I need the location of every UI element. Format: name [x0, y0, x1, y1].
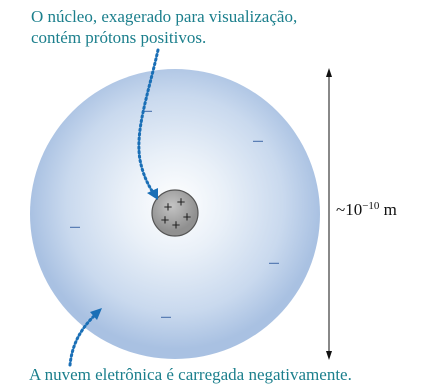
- nucleus-pointer-arrow: [137, 48, 160, 200]
- electron-5: –: [161, 306, 171, 326]
- cloud-pointer-arrow: [68, 308, 102, 367]
- nucleus: [151, 189, 199, 237]
- electron-3: –: [70, 216, 80, 236]
- electron-4: –: [269, 252, 279, 272]
- scale-prefix: ~10: [336, 200, 363, 219]
- scale-exponent: −10: [362, 200, 380, 212]
- scale-unit: m: [379, 200, 397, 219]
- nucleus-caption-line1: O núcleo, exagerado para visualização,: [31, 7, 298, 26]
- scale-arrow: [326, 68, 332, 360]
- scale-label: ~10−10 m: [336, 200, 397, 220]
- nucleus-caption: O núcleo, exagerado para visualização, c…: [31, 6, 297, 48]
- nucleus-caption-line2: contém prótons positivos.: [31, 28, 207, 47]
- proton-1: +: [164, 199, 173, 216]
- proton-5: +: [172, 217, 181, 234]
- electron-1: –: [142, 100, 152, 120]
- proton-3: +: [161, 212, 170, 229]
- cloud-caption: A nuvem eletrônica é carregada negativam…: [29, 365, 352, 384]
- proton-2: +: [177, 194, 186, 211]
- proton-4: +: [183, 209, 192, 226]
- electron-2: –: [253, 130, 263, 150]
